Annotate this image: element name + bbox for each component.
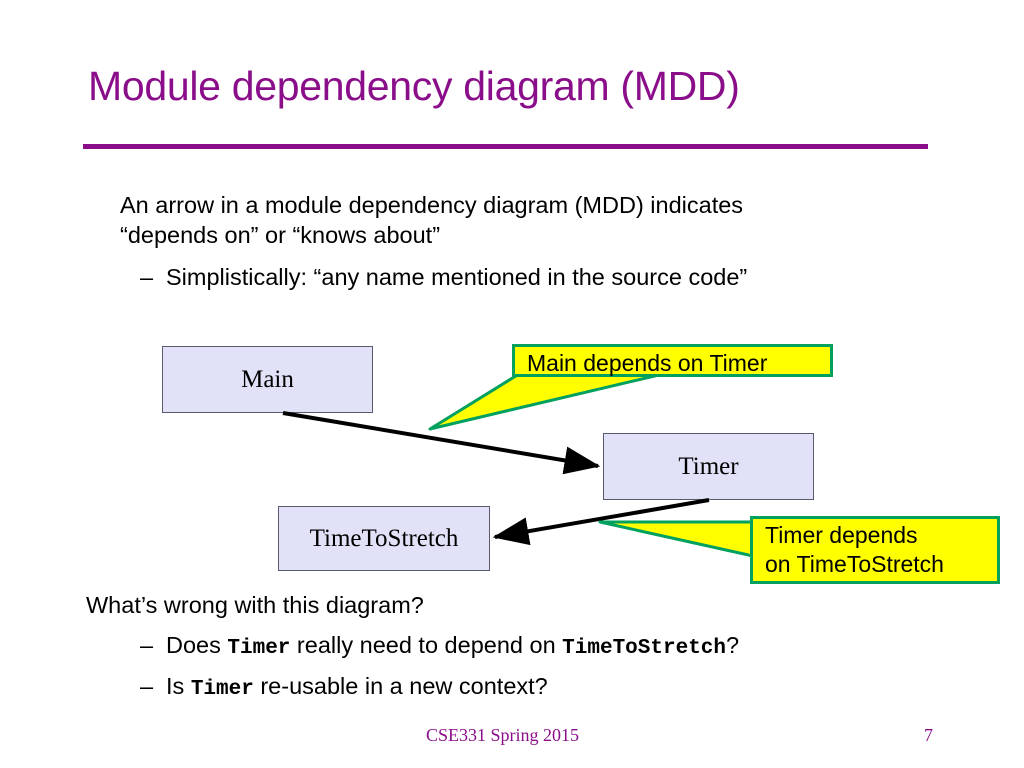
bullet-dash: –: [140, 264, 154, 290]
intro-sub-bullet: –Simplistically: “any name mentioned in …: [140, 262, 930, 292]
callout-timer-tts-tail: [598, 520, 755, 558]
callout-main-depends-on-timer-label: Main depends on Timer: [527, 350, 768, 376]
callout-main-depends-on-timer: Main depends on Timer: [512, 344, 833, 377]
question-2-text-a: Is: [166, 673, 191, 699]
module-box-timer-label: Timer: [678, 452, 739, 480]
dependency-arrow-timer-to-timetostretch: [492, 498, 710, 546]
footer-page-number: 7: [924, 725, 933, 745]
callout-timer-depends-on-timetostretch: Timer depends on TimeToStretch: [750, 516, 1000, 584]
question-2-text-b: re-usable in a new context?: [253, 673, 548, 699]
module-box-main-label: Main: [241, 365, 294, 393]
page-title: Module dependency diagram (MDD): [88, 63, 740, 109]
callout-timer-depends-line-2: on TimeToStretch: [765, 551, 944, 577]
bullet-dash: –: [140, 632, 154, 658]
question-sub-bullet-2: –Is Timer re-usable in a new context?: [140, 671, 990, 705]
footer-course-label: CSE331 Spring 2015: [426, 725, 580, 745]
intro-line-2: “depends on” or “knows about”: [120, 222, 441, 248]
question-1-text-b: really need to depend on: [290, 632, 563, 658]
question-1-text-c: ?: [726, 632, 740, 658]
callout-main-timer-tail: [428, 372, 665, 431]
module-box-timetostretch[interactable]: TimeToStretch: [278, 506, 490, 571]
title-underline-rule: [83, 144, 928, 149]
inline-code-timer: Timer: [227, 637, 291, 660]
module-box-main[interactable]: Main: [162, 346, 373, 413]
module-box-timetostretch-label: TimeToStretch: [309, 524, 459, 552]
callout-timer-depends-line-1: Timer depends: [765, 522, 918, 548]
intro-line-1: An arrow in a module dependency diagram …: [120, 192, 744, 218]
inline-code-timer-2: Timer: [190, 678, 254, 701]
question-1-text-a: Does: [166, 632, 228, 658]
question-heading: What’s wrong with this diagram?: [86, 592, 424, 618]
dependency-arrow-main-to-timer: [282, 411, 601, 475]
bullet-dash: –: [140, 673, 154, 699]
module-box-timer[interactable]: Timer: [603, 433, 814, 500]
intro-sub-bullet-label: Simplistically: “any name mentioned in t…: [166, 264, 748, 290]
inline-code-timetostretch: TimeToStretch: [562, 637, 726, 660]
question-sub-bullet-1: –Does Timer really need to depend on Tim…: [140, 630, 990, 664]
